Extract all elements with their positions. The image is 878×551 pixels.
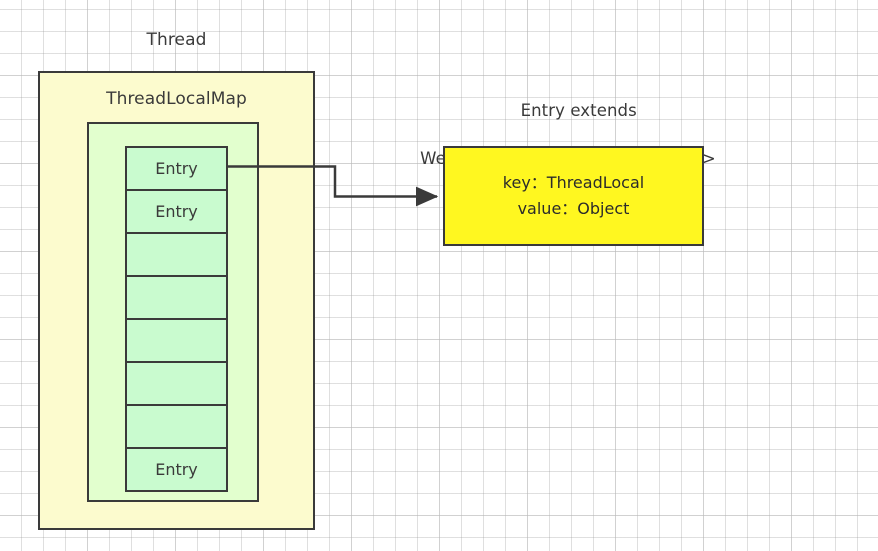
entry-slot[interactable]: Entry <box>125 446 228 492</box>
entry-value-field: value：Object <box>517 199 630 218</box>
entry-slot[interactable] <box>125 231 228 278</box>
entry-slot[interactable] <box>125 403 228 450</box>
thread-local-map-label: ThreadLocalMap <box>106 89 247 109</box>
entry-table: Entry Entry Entry <box>125 146 228 492</box>
thread-label: Thread <box>146 30 207 50</box>
entry-key-field: key：ThreadLocal <box>502 173 645 193</box>
entry-slot[interactable]: Entry <box>125 146 228 192</box>
entry-slot[interactable] <box>125 274 228 321</box>
entry-detail-box[interactable]: key：ThreadLocal value：Object <box>443 146 704 246</box>
entry-slot[interactable]: Entry <box>125 188 228 235</box>
entry-slot[interactable] <box>125 360 228 407</box>
entry-detail-caption-line1: Entry extends <box>520 100 637 120</box>
entry-slot[interactable] <box>125 317 228 364</box>
